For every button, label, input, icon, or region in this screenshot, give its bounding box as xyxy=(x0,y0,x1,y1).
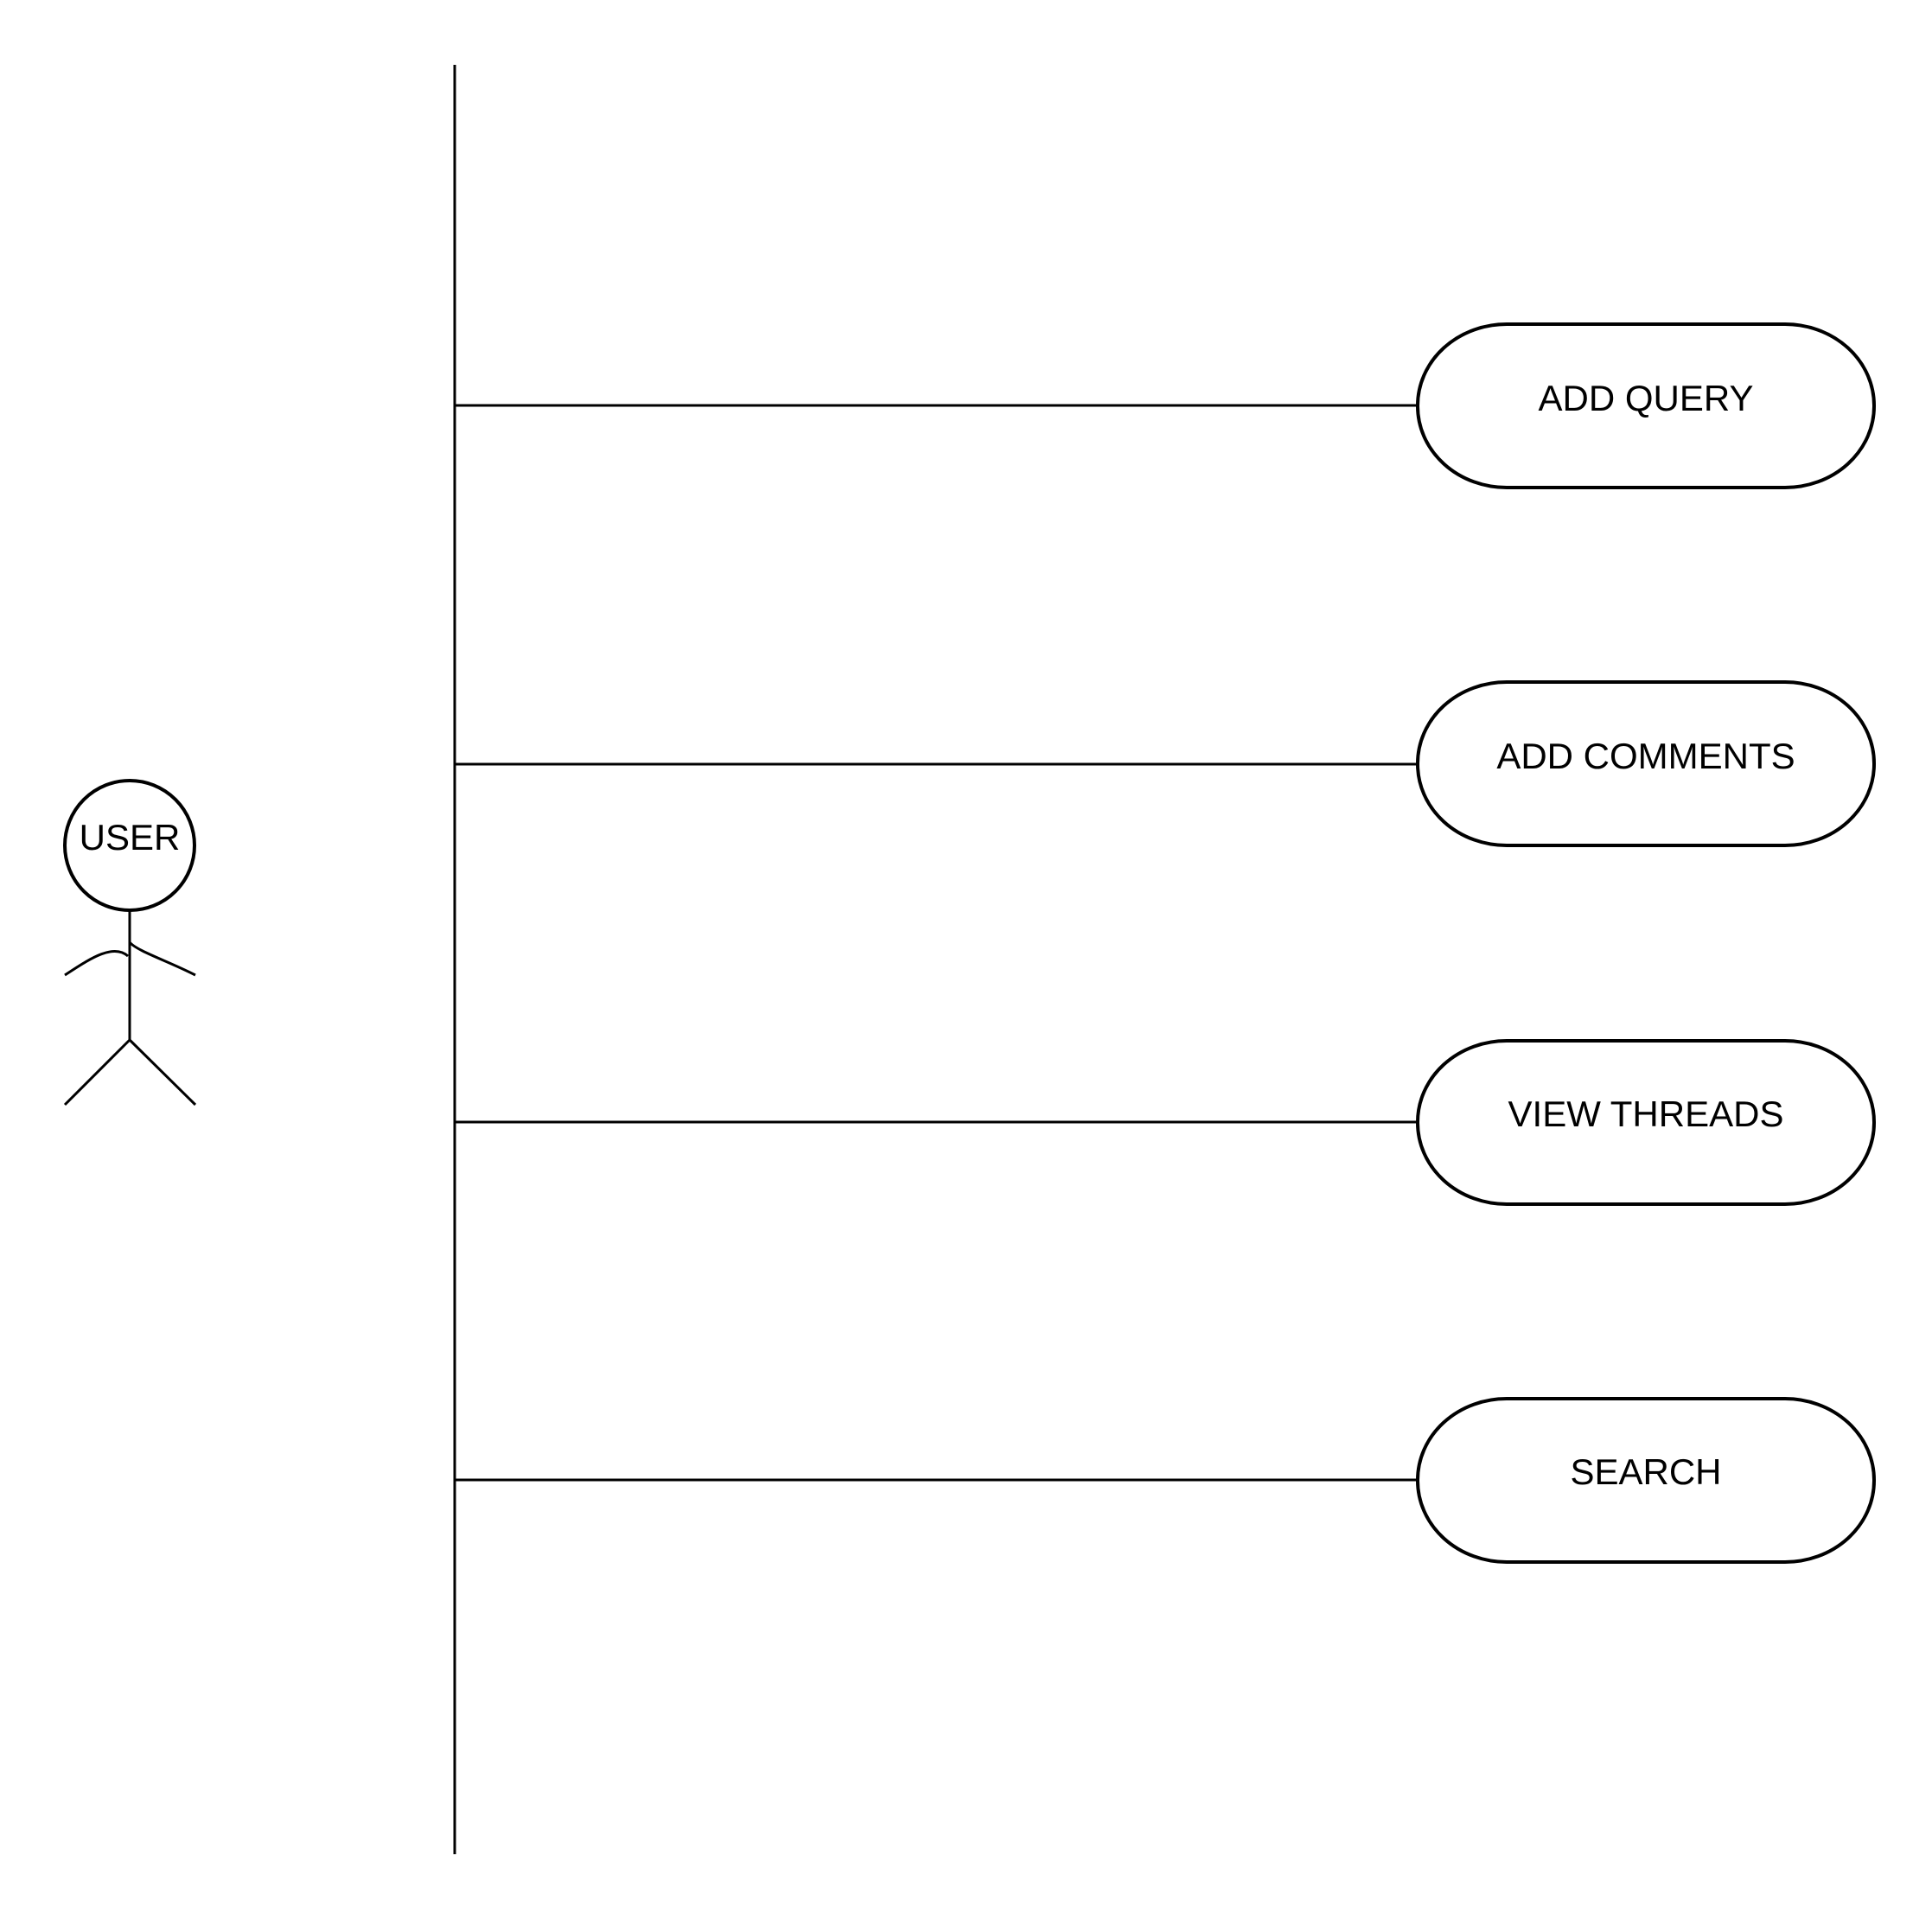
stick-figure-icon xyxy=(63,779,197,1106)
use-case-label: ADD COMMENTS xyxy=(1496,736,1795,776)
use-case-oval xyxy=(1416,1397,1876,1564)
use-case-view-threads[interactable]: VIEW THREADS xyxy=(455,1039,1876,1206)
use-case-oval xyxy=(1416,1039,1876,1206)
actor-right-arm xyxy=(128,941,196,977)
use-case-add-query[interactable]: ADD QUERY xyxy=(455,322,1876,489)
actor[interactable]: USER xyxy=(63,779,197,1106)
use-case-label: VIEW THREADS xyxy=(1508,1094,1784,1134)
actor-right-leg xyxy=(128,1038,197,1106)
use-case-label: SEARCH xyxy=(1570,1451,1721,1492)
use-case-label: ADD QUERY xyxy=(1539,378,1754,418)
use-case-oval xyxy=(1416,680,1876,847)
use-case-search[interactable]: SEARCH xyxy=(455,1397,1876,1564)
use-case-add-comments[interactable]: ADD COMMENTS xyxy=(455,680,1876,847)
use-case-oval xyxy=(1416,322,1876,489)
actor-left-leg xyxy=(63,1038,131,1106)
actor-label: USER xyxy=(80,817,181,858)
actor-left-arm xyxy=(64,950,129,977)
